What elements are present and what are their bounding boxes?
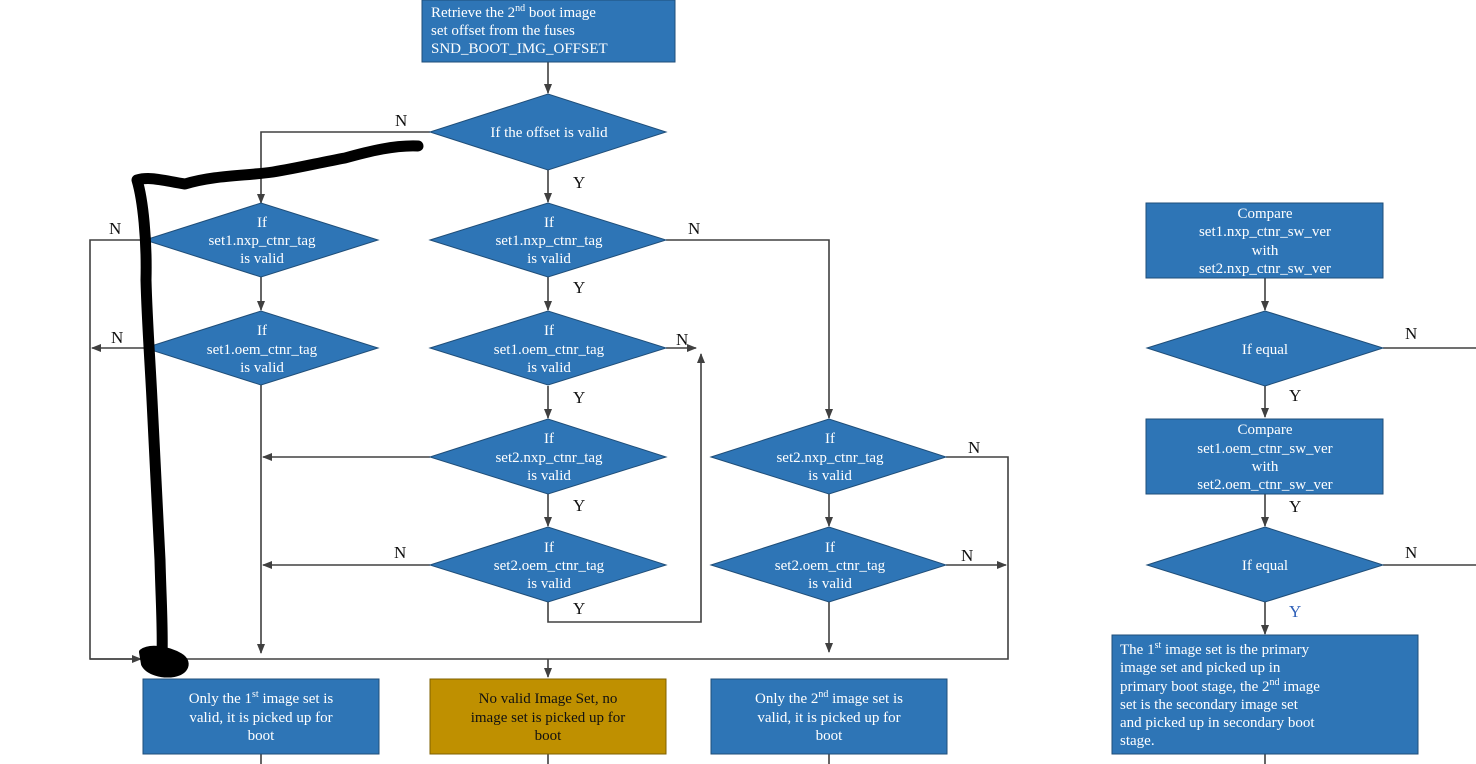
svg-text:with: with bbox=[1252, 459, 1279, 475]
decision-b4: If set2.oem_ctnr_tag is valid bbox=[428, 526, 668, 603]
handdrawn-annotation-stroke bbox=[131, 140, 424, 678]
svg-text:set offset from the fuses: set offset from the fuses bbox=[431, 23, 575, 39]
decision-offset-valid: If the offset is valid bbox=[428, 93, 668, 171]
svg-text:set1.oem_ctnr_tag: set1.oem_ctnr_tag bbox=[207, 342, 318, 358]
node-only-second-valid: Only the 2nd image set is valid, it is p… bbox=[710, 678, 948, 755]
svg-text:Compare: Compare bbox=[1238, 422, 1293, 438]
svg-text:is valid: is valid bbox=[527, 360, 571, 376]
svg-text:set is the secondary image set: set is the secondary image set bbox=[1120, 697, 1299, 713]
label-y-eq1: Y bbox=[1289, 386, 1301, 405]
svg-text:valid, it is picked up for: valid, it is picked up for bbox=[757, 710, 900, 726]
svg-text:is valid: is valid bbox=[808, 468, 852, 484]
svg-text:set2.nxp_ctnr_tag: set2.nxp_ctnr_tag bbox=[776, 450, 884, 466]
label-y-b2: Y bbox=[573, 388, 585, 407]
svg-text:If the offset is valid: If the offset is valid bbox=[490, 125, 608, 141]
svg-text:Only the 2nd image set is: Only the 2nd image set is bbox=[755, 689, 903, 707]
svg-text:If equal: If equal bbox=[1242, 558, 1288, 574]
svg-text:If equal: If equal bbox=[1242, 342, 1288, 358]
svg-text:boot: boot bbox=[816, 728, 844, 744]
node-compare-nxp: Compare set1.nxp_ctnr_sw_ver with set2.n… bbox=[1145, 202, 1384, 279]
label-n-eq1: N bbox=[1405, 324, 1417, 343]
svg-text:set2.nxp_ctnr_sw_ver: set2.nxp_ctnr_sw_ver bbox=[1199, 261, 1331, 277]
svg-text:primary boot stage, the 2nd im: primary boot stage, the 2nd image bbox=[1120, 677, 1320, 695]
svg-text:set1.nxp_ctnr_sw_ver: set1.nxp_ctnr_sw_ver bbox=[1199, 224, 1331, 240]
label-n-b4: N bbox=[394, 543, 406, 562]
svg-text:is valid: is valid bbox=[527, 576, 571, 592]
svg-text:set1.nxp_ctnr_tag: set1.nxp_ctnr_tag bbox=[208, 233, 316, 249]
node-only-first-valid: Only the 1st image set is valid, it is p… bbox=[142, 678, 380, 755]
decision-a2: If set1.oem_ctnr_tag is valid bbox=[143, 310, 380, 386]
svg-text:SND_BOOT_IMG_OFFSET: SND_BOOT_IMG_OFFSET bbox=[431, 41, 608, 57]
decision-c1: If set2.nxp_ctnr_tag is valid bbox=[709, 418, 948, 495]
node-no-valid-image-set: No valid Image Set, no image set is pick… bbox=[429, 678, 667, 755]
svg-text:is valid: is valid bbox=[808, 576, 852, 592]
svg-text:If: If bbox=[257, 215, 267, 231]
label-y-b1: Y bbox=[573, 278, 585, 297]
svg-text:Compare: Compare bbox=[1238, 206, 1293, 222]
svg-text:If: If bbox=[544, 540, 554, 556]
label-n-offset: N bbox=[395, 111, 407, 130]
edge-offset-no bbox=[257, 131, 430, 204]
label-n-c1: N bbox=[968, 438, 980, 457]
label-n-a2: N bbox=[111, 328, 123, 347]
svg-text:No valid Image Set, no: No valid Image Set, no bbox=[479, 691, 618, 707]
decision-equal-2: If equal bbox=[1145, 526, 1385, 603]
label-y-b3: Y bbox=[573, 496, 585, 515]
svg-text:If: If bbox=[544, 431, 554, 447]
decision-equal-1: If equal bbox=[1145, 310, 1385, 387]
svg-text:set2.oem_ctnr_tag: set2.oem_ctnr_tag bbox=[775, 558, 886, 574]
svg-text:Retrieve the 2nd boot image: Retrieve the 2nd boot image bbox=[431, 3, 596, 21]
label-n-b1: N bbox=[688, 219, 700, 238]
svg-text:boot: boot bbox=[248, 728, 276, 744]
svg-text:If: If bbox=[825, 540, 835, 556]
svg-text:image set and picked up in: image set and picked up in bbox=[1120, 660, 1281, 676]
edge-c1-no bbox=[90, 456, 1009, 660]
svg-text:If: If bbox=[825, 431, 835, 447]
svg-text:valid, it is picked up for: valid, it is picked up for bbox=[189, 710, 332, 726]
edge-b4-yes bbox=[547, 353, 705, 623]
svg-text:The 1st image set is the prima: The 1st image set is the primary bbox=[1120, 640, 1310, 658]
svg-text:is valid: is valid bbox=[527, 468, 571, 484]
label-n-c2: N bbox=[961, 546, 973, 565]
svg-text:is valid: is valid bbox=[240, 251, 284, 267]
edge-a1-no bbox=[89, 239, 150, 663]
decision-b1: If set1.nxp_ctnr_tag is valid bbox=[428, 202, 668, 278]
node-compare-oem: Compare set1.oem_ctnr_sw_ver with set2.o… bbox=[1145, 418, 1384, 495]
decision-b2: If set1.oem_ctnr_tag is valid bbox=[428, 310, 668, 386]
svg-text:with: with bbox=[1252, 243, 1279, 259]
label-n-a1: N bbox=[109, 219, 121, 238]
label-y-cmp2: Y bbox=[1289, 497, 1301, 516]
svg-text:boot: boot bbox=[535, 728, 563, 744]
svg-text:set2.oem_ctnr_tag: set2.oem_ctnr_tag bbox=[494, 558, 605, 574]
svg-text:set2.nxp_ctnr_tag: set2.nxp_ctnr_tag bbox=[495, 450, 603, 466]
svg-text:If: If bbox=[544, 215, 554, 231]
edge-labels: N Y N N N Y N Y Y N Y N N N Y Y N Y bbox=[109, 111, 1417, 621]
decision-c2: If set2.oem_ctnr_tag is valid bbox=[709, 526, 948, 603]
edge-b1-no bbox=[666, 239, 833, 419]
node-retrieve: Retrieve the 2nd boot image set offset f… bbox=[421, 0, 676, 63]
svg-text:and picked up in secondary boo: and picked up in secondary boot bbox=[1120, 715, 1315, 731]
svg-text:Only the 1st image set is: Only the 1st image set is bbox=[189, 689, 334, 707]
label-n-b2: N bbox=[676, 330, 688, 349]
svg-text:If: If bbox=[544, 323, 554, 339]
node-primary-secondary: The 1st image set is the primary image s… bbox=[1111, 634, 1419, 755]
svg-text:set1.oem_ctnr_tag: set1.oem_ctnr_tag bbox=[494, 342, 605, 358]
decision-b3: If set2.nxp_ctnr_tag is valid bbox=[428, 418, 668, 495]
svg-text:set2.oem_ctnr_sw_ver: set2.oem_ctnr_sw_ver bbox=[1197, 477, 1332, 493]
svg-text:is valid: is valid bbox=[527, 251, 571, 267]
label-n-eq2: N bbox=[1405, 543, 1417, 562]
decision-a1: If set1.nxp_ctnr_tag is valid bbox=[143, 202, 380, 278]
label-y-b4: Y bbox=[573, 599, 585, 618]
svg-text:stage.: stage. bbox=[1120, 733, 1155, 749]
svg-text:set1.oem_ctnr_sw_ver: set1.oem_ctnr_sw_ver bbox=[1197, 441, 1332, 457]
svg-text:If: If bbox=[257, 323, 267, 339]
label-y-offset: Y bbox=[573, 173, 585, 192]
svg-text:is valid: is valid bbox=[240, 360, 284, 376]
svg-text:set1.nxp_ctnr_tag: set1.nxp_ctnr_tag bbox=[495, 233, 603, 249]
svg-text:image set is picked up for: image set is picked up for bbox=[471, 710, 626, 726]
connectors bbox=[89, 62, 1476, 764]
label-y-eq2: Y bbox=[1289, 602, 1301, 621]
